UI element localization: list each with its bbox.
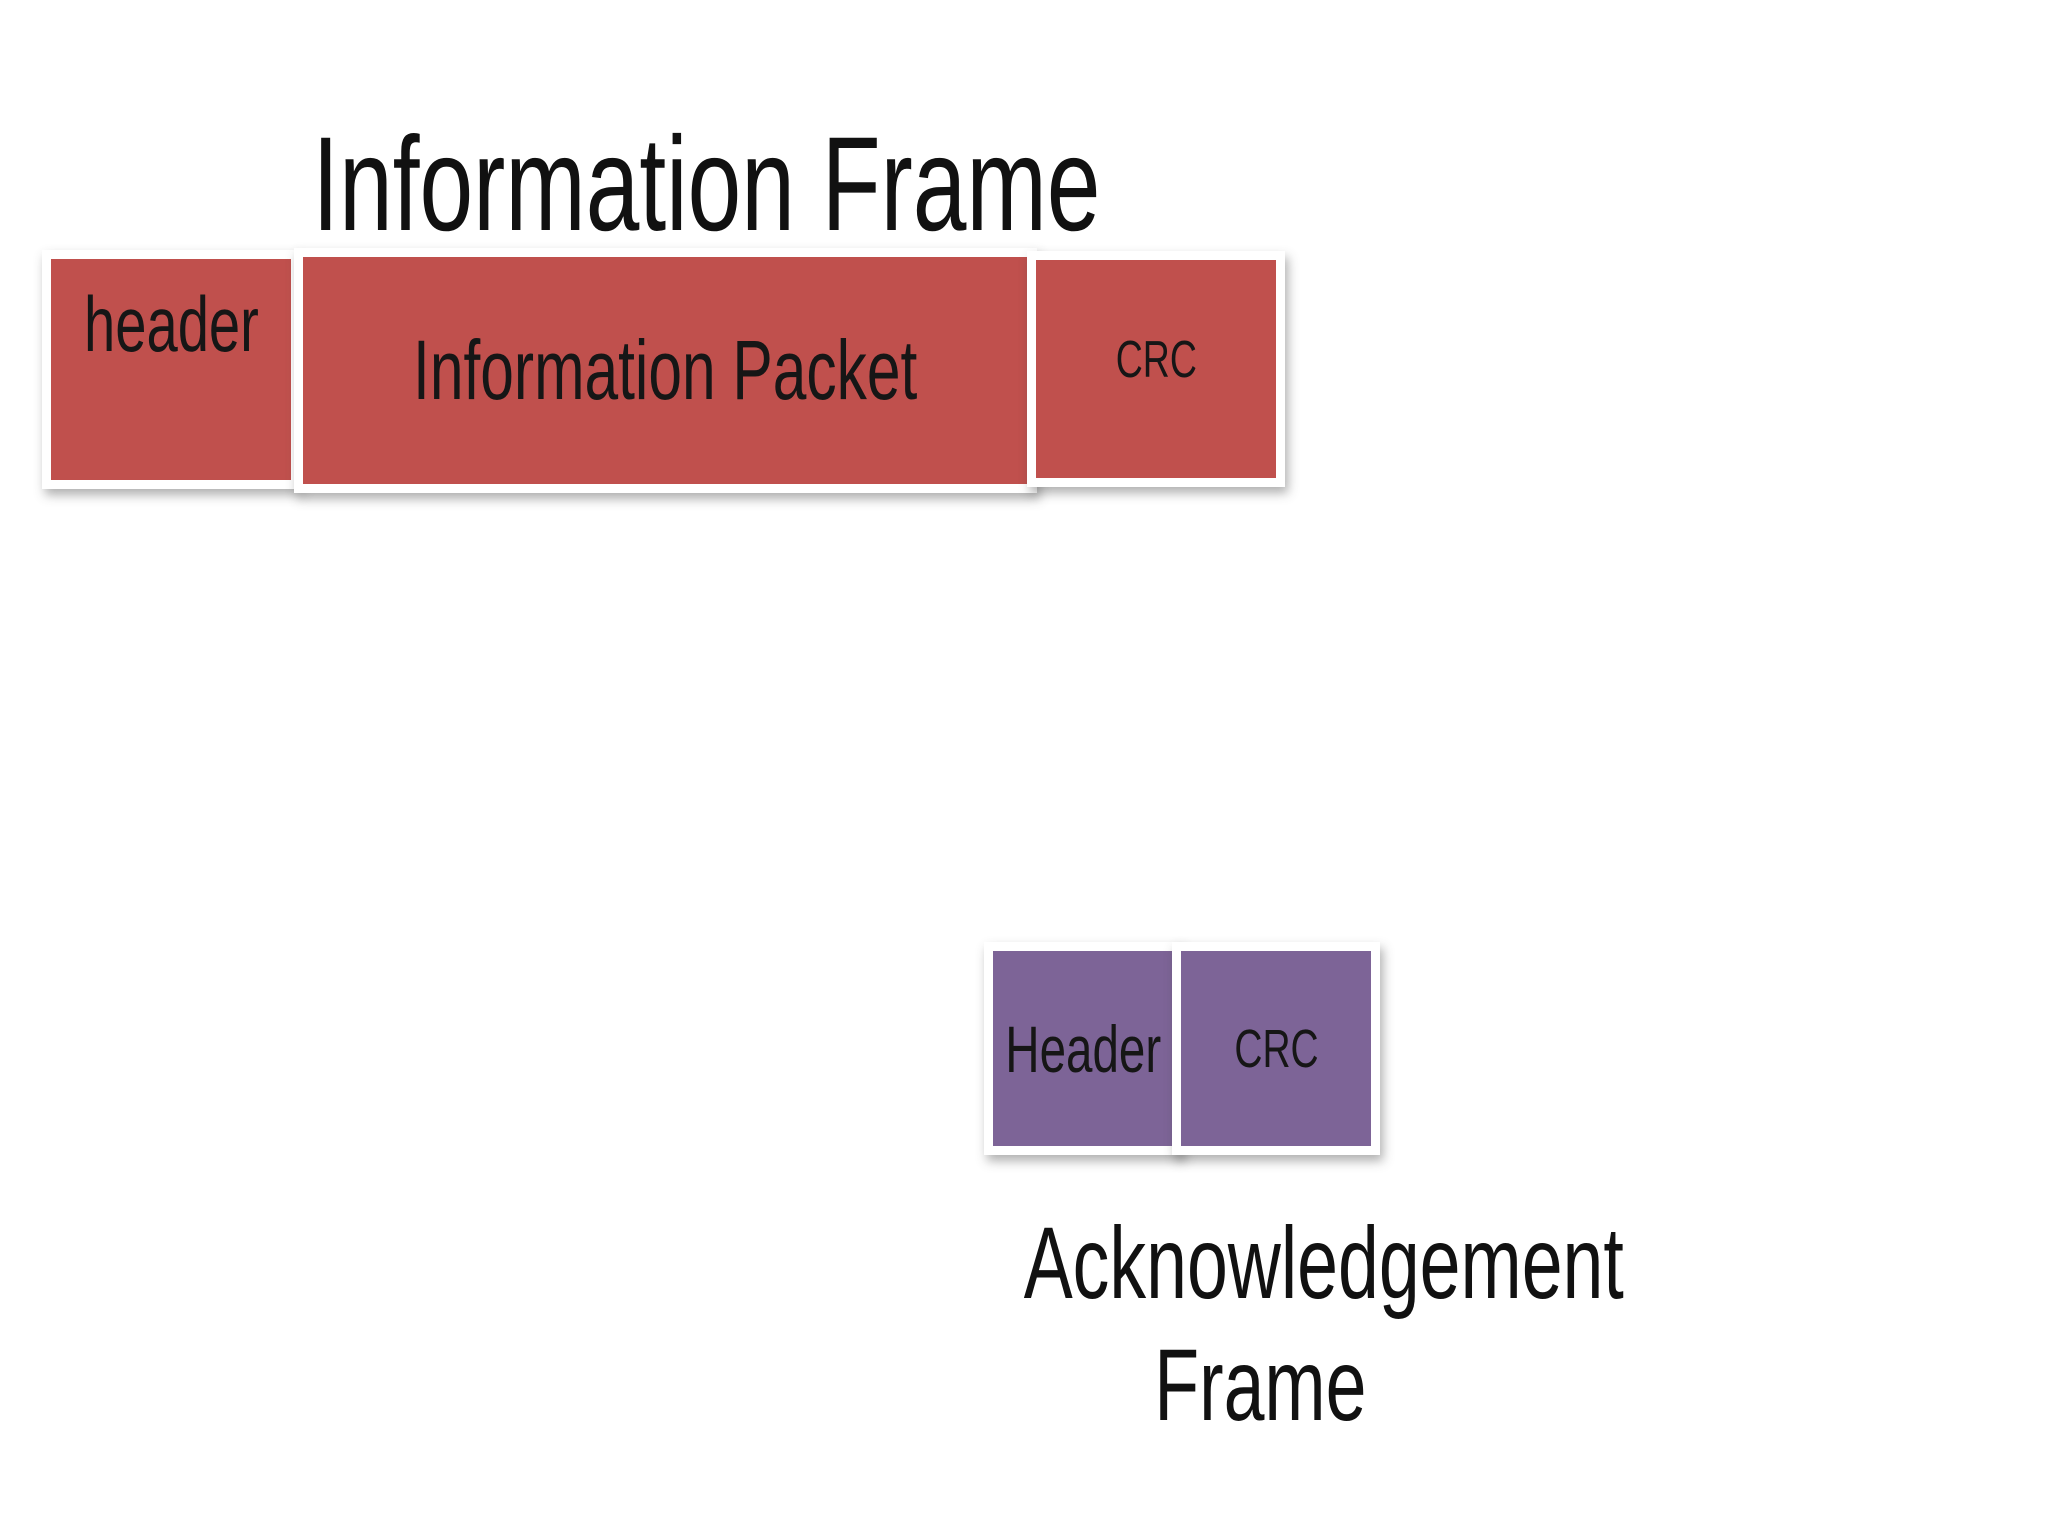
ack-box-crc-label: CRC <box>1233 1018 1319 1079</box>
ack-caption-line-2: Frame <box>907 1324 1613 1446</box>
info-box-header-label: header <box>83 280 259 368</box>
info-box-packet-label: Information Packet <box>413 323 918 417</box>
ack-caption-line-1-text: Acknowledgement <box>1023 1206 1624 1320</box>
info-frame-title: Information Frame <box>150 118 1262 252</box>
ack-box-header-label: Header <box>1005 1011 1162 1086</box>
info-box-crc-label: CRC <box>1115 331 1197 389</box>
info-frame-title-text: Information Frame <box>311 110 1101 259</box>
ack-caption-line-1: Acknowledgement <box>907 1202 1624 1324</box>
info-box-header: header <box>42 250 300 489</box>
ack-frame-caption: Acknowledgement Frame <box>907 1202 1624 1447</box>
info-box-packet: Information Packet <box>294 248 1037 493</box>
info-box-crc: CRC <box>1027 251 1285 487</box>
ack-caption-line-2-text: Frame <box>1153 1328 1367 1443</box>
ack-box-crc: CRC <box>1172 942 1380 1155</box>
ack-box-header: Header <box>984 942 1183 1155</box>
